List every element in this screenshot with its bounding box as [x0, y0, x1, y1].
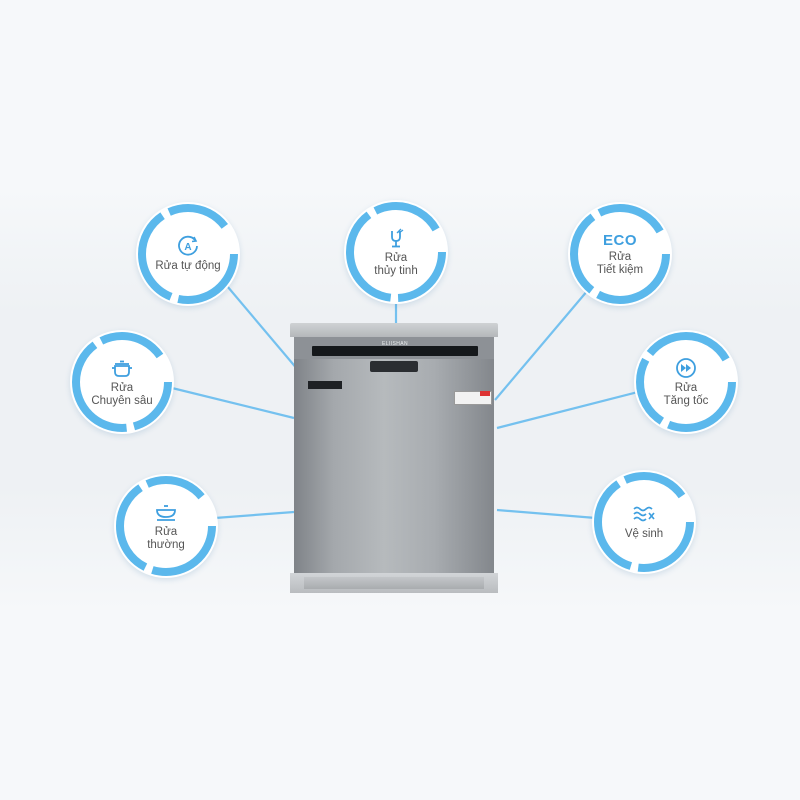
svg-text:A: A: [184, 242, 191, 253]
feature-hygiene: Vệ sinh: [592, 470, 696, 574]
connector-hygiene: [496, 508, 597, 520]
control-panel: ELIISHAN: [294, 337, 494, 359]
feature-label: Rửa tự động: [155, 260, 221, 272]
feature-glass-wash: Rửa thủy tinh: [344, 200, 448, 304]
pot-icon: [109, 357, 135, 379]
feature-normal-wash: Rửa thường: [114, 474, 218, 578]
model-badge: [308, 381, 342, 389]
hygiene-waves-icon: [631, 503, 657, 525]
connector-rapid: [496, 390, 639, 430]
feature-auto-wash: A Rửa tự động: [136, 202, 240, 306]
feature-rapid-wash: Rửa Tăng tốc: [634, 330, 738, 434]
feature-label: Rửa Tiết kiệm: [596, 251, 644, 276]
brand-logo: ELIISHAN: [382, 341, 408, 347]
feature-label: Rửa Tăng tốc: [663, 381, 709, 407]
feature-label: Rửa thường: [147, 525, 185, 551]
dishwasher-top: [290, 323, 498, 337]
connector-normal: [214, 510, 295, 520]
connector-auto: [221, 279, 299, 371]
feature-label: Vệ sinh: [624, 528, 664, 540]
auto-wash-icon: A: [175, 235, 201, 257]
control-display: [312, 346, 478, 356]
feature-intensive-wash: Rửa Chuyên sâu: [70, 330, 174, 434]
bowl-icon: [153, 501, 179, 523]
eco-icon: ECO: [602, 232, 637, 249]
feature-eco-wash: ECO Rửa Tiết kiệm: [568, 202, 672, 306]
connector-eco: [494, 289, 589, 401]
dishwasher-door: [294, 359, 494, 573]
glass-wash-icon: [383, 227, 409, 249]
feature-label: Rửa Chuyên sâu: [91, 381, 153, 407]
feature-label: Rửa thủy tinh: [374, 251, 418, 277]
fast-forward-icon: [673, 357, 699, 379]
energy-sticker-mark: [480, 391, 490, 396]
kick-plate: [290, 573, 498, 593]
dishwasher-image: ELIISHAN: [290, 323, 498, 593]
door-handle: [370, 361, 418, 372]
connector-intensive: [171, 386, 295, 420]
